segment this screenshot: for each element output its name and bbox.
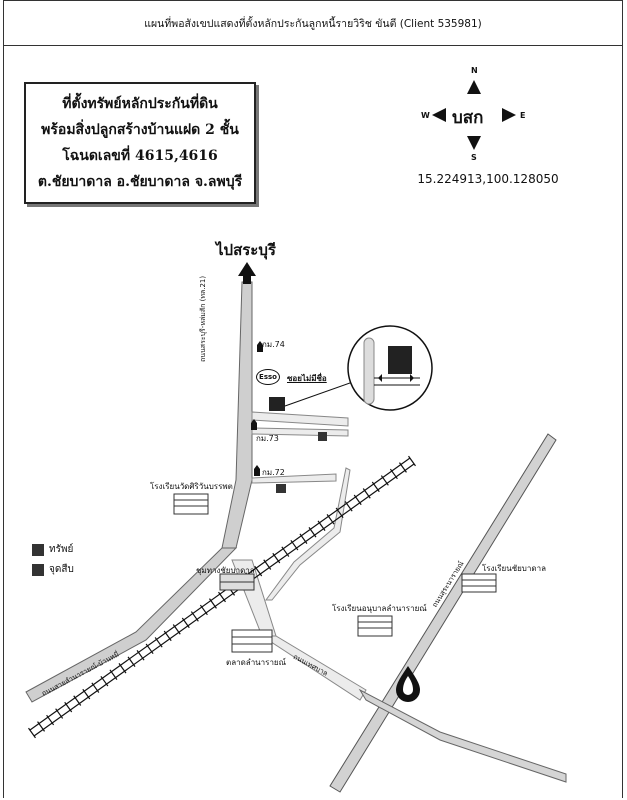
railway-tie bbox=[299, 533, 308, 544]
compass-center-label: บสก bbox=[452, 108, 484, 128]
railway-ties bbox=[28, 455, 416, 739]
railway-tie bbox=[73, 695, 82, 706]
railway-tie bbox=[263, 559, 272, 570]
railway-tie bbox=[389, 468, 398, 480]
fuel-station-icon bbox=[396, 666, 420, 702]
esso-station-label: Esso bbox=[256, 369, 280, 385]
title-line-2: พร้อมสิ่งปลูกสร้างบ้านแฝด 2 ชั้น bbox=[41, 122, 239, 138]
railway-tie bbox=[109, 669, 118, 680]
railway-tie bbox=[136, 650, 145, 661]
legend-label: จุดสืบ bbox=[49, 564, 74, 575]
compass-icon bbox=[432, 80, 516, 150]
railway-tie bbox=[190, 611, 199, 622]
station-label: ชุมทางชัยบาดาล bbox=[196, 566, 255, 575]
title-line-4: ต.ชัยบาดาล อ.ชัยบาดาล จ.ลพบุรี bbox=[37, 174, 243, 190]
north-arrow-icon bbox=[238, 262, 256, 284]
market-icon bbox=[231, 629, 273, 653]
railway-tie bbox=[46, 714, 55, 726]
map-page bbox=[3, 0, 623, 798]
railway-tie bbox=[308, 527, 317, 538]
school-1-label: โรงเรียนวัดศิริวันบรรพต bbox=[150, 482, 233, 491]
main-road-label: ถนนสระบุรี-หล่มสัก (ทล.21) bbox=[199, 275, 207, 362]
header-title: แผนที่พอสังเขปแสดงที่ตั้งหลักประกันลูกหน… bbox=[144, 17, 482, 30]
railway-tie bbox=[362, 488, 371, 499]
compass-w-label: W bbox=[421, 111, 430, 120]
school-3-label: โรงเรียนชัยบาดาล bbox=[482, 564, 546, 573]
railway-tie bbox=[28, 727, 36, 739]
compass-s-label: S bbox=[471, 153, 477, 162]
railway-tie bbox=[91, 682, 100, 693]
railway-tie bbox=[371, 481, 380, 493]
railway-tie bbox=[127, 656, 136, 667]
railway-tie bbox=[290, 539, 299, 551]
property-title-box: ที่ตั้งทรัพย์หลักประกันที่ดิน พร้อมสิ่งป… bbox=[24, 82, 256, 204]
km74-label: กม.74 bbox=[262, 340, 285, 349]
railway-tie bbox=[344, 501, 353, 512]
railway-tie bbox=[254, 565, 263, 577]
railway-tie bbox=[118, 663, 127, 674]
railway-tie bbox=[199, 604, 208, 616]
railway-tie bbox=[398, 462, 407, 473]
railway-tie bbox=[172, 624, 181, 635]
compass-n-label: N bbox=[471, 66, 478, 75]
railway-tie bbox=[353, 494, 362, 506]
railway-tie bbox=[154, 637, 163, 648]
railway-tie bbox=[100, 675, 109, 687]
railway-tie bbox=[208, 598, 217, 609]
page-header: แผนที่พอสังเขปแสดงที่ตั้งหลักประกันลูกหน… bbox=[3, 0, 623, 46]
legend-swatch bbox=[32, 543, 44, 556]
market-label: ตลาดลำนารายณ์ bbox=[226, 658, 287, 667]
railway-tie bbox=[55, 708, 64, 719]
railway-tie bbox=[380, 475, 389, 486]
legend-label: ทรัพย์ bbox=[49, 544, 74, 555]
railway-tie bbox=[326, 514, 335, 525]
railway-tie bbox=[281, 546, 290, 557]
soi-label: ซอยไม่มีชื่อ bbox=[287, 374, 327, 383]
railway-tie bbox=[218, 591, 226, 603]
legend-item-survey: จุดสืบ bbox=[32, 562, 74, 577]
legend-swatch bbox=[32, 563, 44, 576]
railway-tie bbox=[37, 721, 46, 732]
railway-tie bbox=[145, 643, 154, 655]
km-post-icons bbox=[251, 341, 263, 476]
school-2-label: โรงเรียนอนุบาลลำนารายณ์ bbox=[332, 604, 427, 613]
railway-tie bbox=[181, 617, 190, 629]
school-icon bbox=[173, 493, 497, 637]
railway-tie bbox=[272, 552, 281, 564]
km73-label: กม.73 bbox=[256, 434, 279, 443]
railway-tie bbox=[408, 455, 416, 467]
lower-road bbox=[358, 688, 567, 783]
km72-label: กม.72 bbox=[262, 468, 285, 477]
legend-item-property: ทรัพย์ bbox=[32, 542, 73, 557]
coordinates-text: 15.224913,100.128050 bbox=[417, 172, 559, 186]
to-saraburi-label: ไปสระบุรี bbox=[216, 241, 276, 259]
railway-tie bbox=[82, 688, 91, 700]
railway-tie bbox=[64, 701, 73, 713]
railway-tie bbox=[335, 507, 344, 519]
compass-e-label: E bbox=[520, 111, 526, 120]
station-icon bbox=[219, 573, 255, 591]
railway-tie bbox=[163, 630, 172, 642]
diagonal-road bbox=[329, 433, 557, 793]
main-road bbox=[25, 281, 253, 703]
title-line-3: โฉนดเลขที่ 4615,4616 bbox=[62, 148, 218, 164]
title-line-1: ที่ตั้งทรัพย์หลักประกันที่ดิน bbox=[62, 96, 218, 112]
inset-zoom-circle bbox=[347, 325, 433, 411]
survey-points bbox=[276, 432, 327, 493]
railway-tie bbox=[317, 520, 326, 531]
